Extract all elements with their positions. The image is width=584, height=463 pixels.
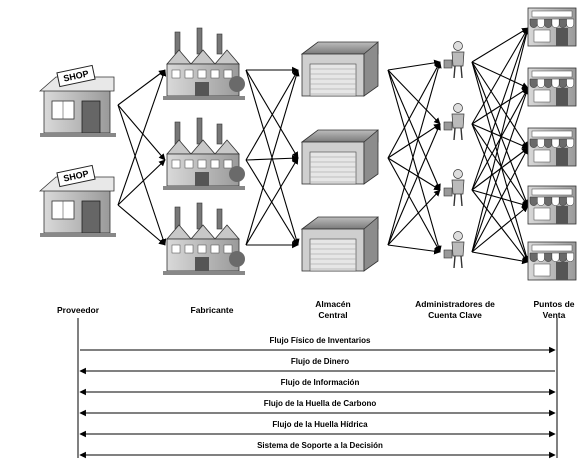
network-arrow xyxy=(387,123,441,246)
network-arrow xyxy=(387,189,441,246)
network-arrow xyxy=(471,27,529,125)
network-arrow xyxy=(471,27,530,191)
network-arrow xyxy=(117,69,167,206)
stage-label-administradores: Administradores de Cuenta Clave xyxy=(415,299,495,320)
network-arrow xyxy=(387,157,441,253)
retail-store-icon xyxy=(527,127,577,167)
factory-icon xyxy=(163,117,245,190)
supplier-shop-icon: SHOP xyxy=(38,64,116,137)
network-arrow xyxy=(471,123,529,149)
network-arrow xyxy=(471,189,529,263)
network-arrow xyxy=(471,87,529,125)
flow-label-decision: Sistema de Soporte a la Decisión xyxy=(257,441,383,450)
network-arrow xyxy=(471,189,529,208)
factory-icon xyxy=(163,202,245,275)
network-arrow xyxy=(117,69,166,106)
network-arrow xyxy=(387,157,441,191)
network-arrows xyxy=(117,27,530,265)
network-arrow xyxy=(387,59,441,71)
account-manager-icon xyxy=(443,41,465,79)
flow-label-hidrica: Flujo de la Huella Hídrica xyxy=(272,420,368,429)
network-arrow xyxy=(471,61,530,263)
network-arrow xyxy=(471,27,529,63)
network-arrow xyxy=(117,204,166,246)
network-arrow xyxy=(245,157,299,246)
flow-label-carbono: Flujo de la Huella de Carbono xyxy=(263,399,377,408)
network-arrow xyxy=(471,147,529,253)
stage-label-almacen: Almacén Central xyxy=(315,299,351,320)
factory-icon xyxy=(163,27,245,100)
flow-arrows xyxy=(77,318,558,459)
network-arrow xyxy=(471,123,529,263)
retail-store-icon xyxy=(527,185,577,225)
flow-label-informacion: Flujo de Información xyxy=(280,378,360,387)
network-arrow xyxy=(387,61,441,159)
network-arrow xyxy=(117,159,166,206)
network-arrow xyxy=(471,27,530,253)
network-arrow xyxy=(387,244,441,255)
warehouse-icon xyxy=(300,129,379,185)
network-arrow xyxy=(117,104,167,246)
network-arrow xyxy=(471,61,529,207)
network-arrow xyxy=(117,104,166,161)
network-arrow xyxy=(387,61,442,246)
warehouse-icon xyxy=(300,41,379,97)
flow-label-dinero: Flujo de Dinero xyxy=(290,357,350,366)
network-arrow xyxy=(471,61,529,149)
stage-label-puntos-venta: Puntos de Venta xyxy=(533,299,575,320)
network-arrow xyxy=(245,69,300,246)
flow-label-inventarios: Flujo Físico de Inventarios xyxy=(269,336,371,345)
account-manager-icon xyxy=(443,103,465,141)
network-arrow xyxy=(387,69,442,253)
network-arrow xyxy=(387,69,441,191)
retail-store-icon xyxy=(527,67,577,107)
network-arrow xyxy=(471,251,529,265)
retail-store-icon xyxy=(527,7,577,47)
network-arrow xyxy=(471,87,530,253)
network-arrow xyxy=(387,69,441,125)
retail-store-icon xyxy=(527,241,577,281)
supplier-shop-icon: SHOP xyxy=(38,164,116,237)
network-arrow xyxy=(245,69,299,161)
network-arrow xyxy=(471,123,529,207)
network-arrow xyxy=(471,205,529,253)
warehouse-icon xyxy=(300,216,379,272)
network-nodes: SHOP SHOP xyxy=(38,7,577,281)
stage-label-proveedor: Proveedor xyxy=(56,305,100,315)
account-manager-icon xyxy=(443,169,465,207)
stage-label-fabricante: Fabricante xyxy=(190,305,234,315)
account-manager-icon xyxy=(443,231,465,269)
network-arrow xyxy=(387,123,441,159)
